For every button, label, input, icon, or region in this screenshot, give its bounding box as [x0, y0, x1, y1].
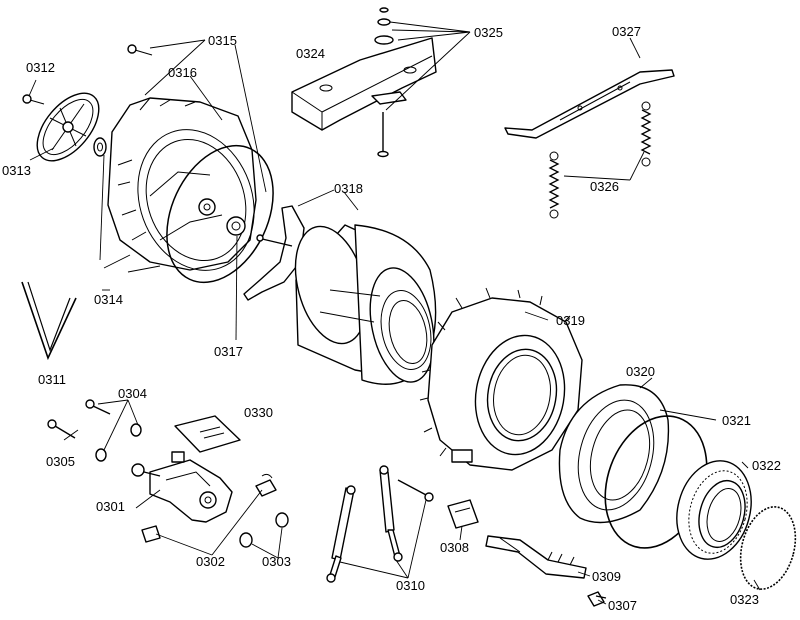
pin-0310[interactable] — [397, 479, 434, 502]
bolt-0325[interactable] — [377, 112, 389, 158]
heater-0309[interactable] — [485, 535, 587, 579]
callout-0317: 0317 — [214, 344, 243, 359]
callout-0316: 0316 — [168, 65, 197, 80]
callout-0303: 0303 — [262, 554, 291, 569]
callout-0311: 0311 — [38, 372, 66, 387]
sensor-0307[interactable] — [587, 591, 607, 607]
door-seal-0320[interactable] — [558, 384, 670, 524]
callout-0307: 0307 — [608, 598, 637, 613]
front-collar-0322[interactable] — [666, 452, 761, 567]
bolt-0312[interactable] — [22, 94, 45, 105]
screw-0315[interactable] — [127, 44, 153, 56]
rear-gasket-0315[interactable] — [146, 128, 294, 299]
callout-0321: 0321 — [722, 413, 751, 428]
callout-0301: 0301 — [96, 499, 125, 514]
callout-0319: 0319 — [556, 313, 585, 328]
drum-0318[interactable] — [284, 219, 444, 388]
shock-absorber-0310-b[interactable] — [379, 465, 403, 562]
clip-0302-b[interactable] — [255, 473, 277, 497]
spring-0326-right[interactable] — [640, 101, 652, 167]
callout-0310: 0310 — [396, 578, 425, 593]
clip-0302-a[interactable] — [141, 525, 161, 543]
callout-0322: 0322 — [752, 458, 781, 473]
callout-0323: 0323 — [730, 592, 759, 607]
center-hub[interactable] — [226, 216, 246, 236]
spring-0326-left[interactable] — [548, 151, 560, 219]
callout-0308: 0308 — [440, 540, 469, 555]
callout-0304: 0304 — [118, 386, 147, 401]
nut-0304-a[interactable] — [130, 423, 142, 437]
callout-0315: 0315 — [208, 33, 237, 48]
shock-absorber-0310-a[interactable] — [326, 485, 356, 583]
callout-labels: 0315 0316 0312 0313 0314 0311 0317 0318 … — [2, 24, 781, 613]
clip-0308[interactable] — [447, 499, 479, 529]
callout-0313: 0313 — [2, 163, 31, 178]
callout-0312: 0312 — [26, 60, 55, 75]
callout-0314: 0314 — [94, 292, 123, 307]
callout-0320: 0320 — [626, 364, 655, 379]
pulley-wheel-0313[interactable] — [25, 82, 110, 172]
motor-bracket-0301[interactable] — [131, 451, 233, 523]
clamp-wire-0323[interactable] — [732, 501, 800, 596]
callout-0327: 0327 — [612, 24, 641, 39]
cross-bar-0327[interactable] — [504, 69, 675, 139]
leader-lines — [28, 21, 761, 605]
callout-0309: 0309 — [592, 569, 621, 584]
drum-flange-0317[interactable] — [243, 205, 305, 301]
callout-0325: 0325 — [474, 25, 503, 40]
bushing-0303-b[interactable] — [239, 532, 253, 548]
screw-0305[interactable] — [47, 419, 76, 439]
drive-belt-0311[interactable] — [21, 281, 77, 361]
callout-0324: 0324 — [296, 46, 325, 61]
bushing-0303-a[interactable] — [275, 512, 289, 528]
callout-0318: 0318 — [334, 181, 363, 196]
callout-0305: 0305 — [46, 454, 75, 469]
counterweight-0324[interactable] — [291, 37, 437, 131]
callout-0326: 0326 — [590, 179, 619, 194]
callout-0302: 0302 — [196, 554, 225, 569]
bracket-0325[interactable] — [371, 91, 407, 105]
screw-0305b[interactable] — [85, 399, 111, 415]
hardware-bag-0330[interactable] — [174, 415, 241, 453]
nut-0304-b[interactable] — [95, 448, 107, 462]
washer-stack-0325[interactable] — [374, 7, 394, 45]
callout-0330: 0330 — [244, 405, 273, 420]
washer[interactable] — [93, 137, 107, 157]
